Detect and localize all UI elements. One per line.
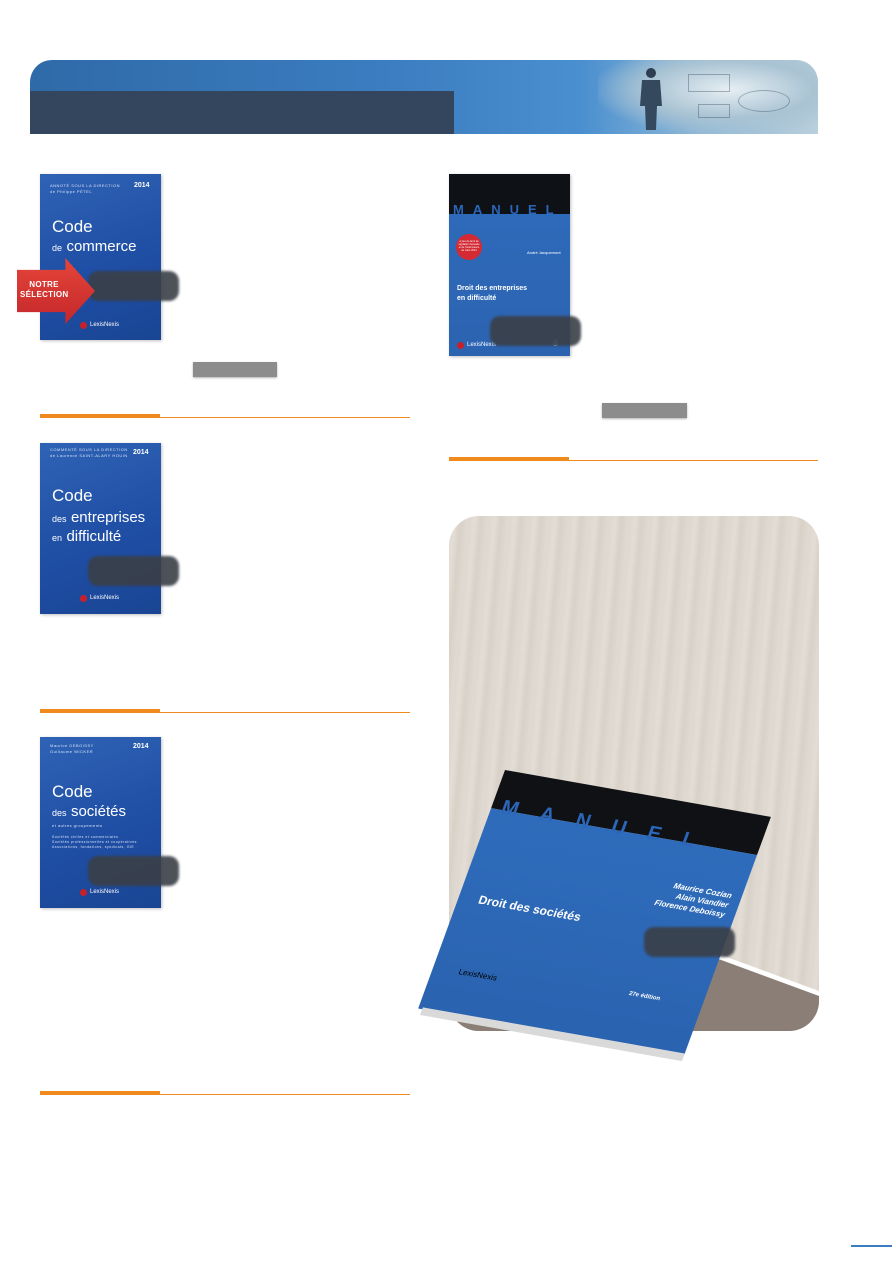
cover-publisher: LexisNexis [90, 595, 120, 601]
book-cover-code-societes[interactable]: Maurice DEBOISSY Guillaume WICKER 2014 C… [40, 737, 161, 908]
lexisnexis-logo-icon [80, 889, 87, 896]
cover-year: 2014 [134, 182, 150, 189]
order-button[interactable] [193, 362, 277, 377]
header-title-bar [30, 91, 454, 134]
cover-authors: Maurice DEBOISSY Guillaume WICKER [50, 743, 94, 754]
cover-author: André Jacquemont [527, 250, 561, 255]
book-cover-code-commerce[interactable]: ANNOTÉ SOUS LA DIRECTION de Philippe PÉT… [40, 174, 161, 340]
lexisnexis-logo-icon [457, 342, 464, 349]
cover-year: 2014 [133, 743, 149, 750]
cover-publisher: LexisNexis [467, 342, 497, 348]
cover-authors: ANNOTÉ SOUS LA DIRECTION de Philippe PÉT… [50, 183, 121, 194]
cover-title-line2: des entreprises [52, 509, 146, 526]
section-divider-line [569, 460, 818, 461]
cover-publisher: LexisNexis [90, 322, 120, 328]
price-tag [88, 856, 179, 886]
section-divider-line [160, 1094, 410, 1095]
badge-label: NOTRE SÉLECTION [20, 280, 69, 299]
section-divider-accent [449, 457, 569, 461]
cover-title: Code [52, 782, 93, 801]
sketch-box [698, 104, 730, 118]
book-cover-code-entreprises-difficulte[interactable]: COMMENTÉ SOUS LA DIRECTION de Laurence S… [40, 443, 161, 614]
price-tag [644, 927, 735, 957]
cover-bullets: Sociétés civiles et commerciales Société… [52, 835, 137, 849]
section-divider-line [160, 417, 410, 418]
section-divider-accent [40, 1091, 160, 1095]
banner-illustration [598, 60, 818, 134]
cover-publisher: LexisNexis [90, 889, 120, 895]
cover-top-band [449, 174, 570, 214]
price-tag [88, 271, 179, 301]
cover-title-line3: en difficulté [52, 528, 122, 545]
cover-series: MANUEL [453, 202, 563, 217]
businessman-silhouette [638, 66, 664, 130]
update-sticker-text: À jour de la loi de régulation bancaire … [458, 240, 480, 252]
cover-title-line2: de commerce [52, 238, 137, 255]
sketch-oval [738, 90, 790, 112]
sketch-box [688, 74, 730, 92]
lexisnexis-logo-icon [80, 322, 87, 329]
update-sticker [456, 234, 482, 260]
section-divider-accent [40, 709, 160, 713]
cover-title: Code [52, 217, 93, 236]
cover-authors: COMMENTÉ SOUS LA DIRECTION de Laurence S… [50, 447, 128, 458]
cover-title: Droit des entreprises en difficulté [457, 285, 528, 302]
cover-title: Code [52, 486, 93, 505]
section-divider-accent [40, 414, 160, 418]
order-button[interactable] [602, 403, 687, 418]
cover-subtitle: et autres groupements [52, 823, 103, 828]
header-banner [30, 60, 818, 134]
cover-title-line2: des sociétés [52, 803, 126, 820]
price-tag [490, 316, 581, 346]
section-divider-line [160, 712, 410, 713]
cover-year: 2014 [133, 449, 149, 456]
page-edge-marker [851, 1245, 892, 1247]
price-tag [88, 556, 179, 586]
lexisnexis-logo-icon [80, 595, 87, 602]
